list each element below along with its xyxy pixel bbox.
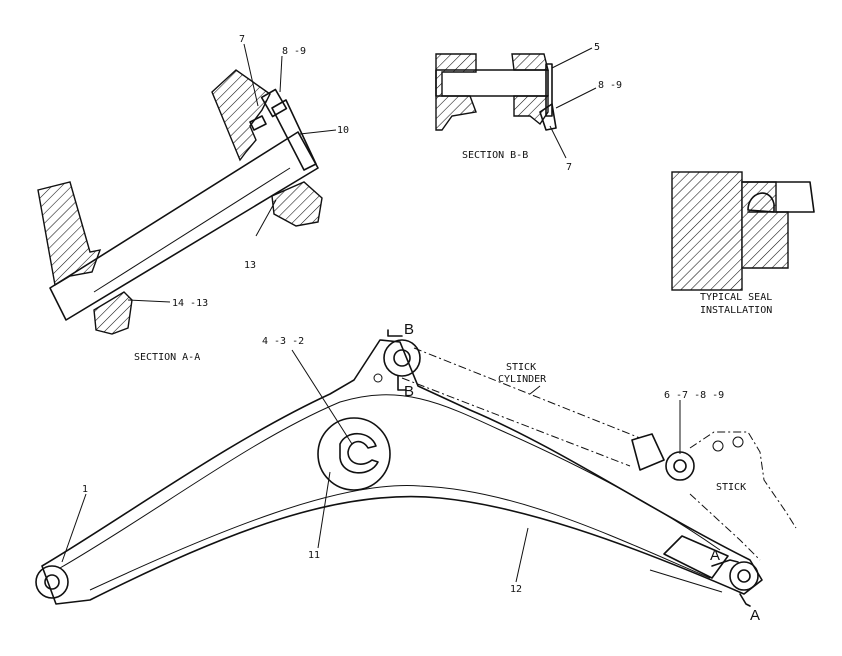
callout-1: 1 (82, 484, 88, 495)
stick-cylinder-label-line1: STICK (506, 362, 536, 373)
seal-label-line1: TYPICAL SEAL (700, 292, 772, 303)
callout-5: 5 (594, 42, 600, 53)
section-bb-right-block (511, 53, 549, 71)
section-aa-retainer-plate (271, 99, 317, 171)
callout-6-7-8-9: 6 -7 -8 -9 (664, 390, 724, 401)
cut-line-b-top: B (404, 321, 414, 338)
section-aa-lower-block (271, 181, 323, 227)
boom-outline (41, 339, 763, 605)
callout-10: 10 (337, 125, 349, 136)
section-aa-pin (49, 131, 319, 321)
section-aa-view: 7 8 -9 10 13 14 -13 SECTION A-A (37, 34, 349, 363)
section-bb-left-block (435, 53, 477, 131)
callout-13: 13 (244, 260, 256, 271)
section-bb-label: SECTION B-B (462, 150, 528, 161)
section-bb-bolt (539, 103, 557, 131)
callout-14-13: 14 -13 (172, 298, 208, 309)
stick-cylinder-label-line2: CYLINDER (498, 374, 547, 385)
boom-nose-pin (729, 561, 759, 591)
boom-assembly: B B A A 1 4 -3 -2 11 12 6 -7 -8 -9 STICK… (35, 321, 797, 624)
section-bb-pin (435, 69, 549, 97)
section-aa-label: SECTION A-A (134, 352, 200, 363)
stick-label: STICK (716, 482, 746, 493)
seal-pin (741, 181, 815, 213)
section-aa-bottom-block (93, 291, 133, 335)
boom-foot-pin (35, 565, 69, 599)
stick-cylinder (401, 347, 641, 467)
stick-phantom (689, 431, 797, 561)
callout-11: 11 (308, 550, 320, 561)
seal-installation-view: TYPICAL SEAL INSTALLATION (671, 171, 815, 316)
seal-label-line2: INSTALLATION (700, 305, 772, 316)
seal-ring (747, 192, 775, 213)
callout-8-9-b: 8 -9 (598, 80, 622, 91)
cut-line-a-top: A (710, 547, 720, 564)
callout-4-3-2: 4 -3 -2 (262, 336, 304, 347)
seal-housing (671, 171, 743, 291)
section-aa-bolt (260, 88, 288, 118)
section-aa-upper-block (211, 69, 271, 162)
cut-line-b-bottom: B (404, 383, 414, 400)
callout-7-b: 7 (566, 162, 572, 173)
section-aa-left-block (37, 181, 102, 287)
stick-cylinder-rod-end (631, 433, 665, 471)
stick-cylinder-head-pin (383, 339, 421, 377)
callout-7: 7 (239, 34, 245, 45)
cut-line-a-bottom: A (750, 607, 760, 624)
boom-center-plate (317, 417, 391, 491)
section-bb-view: 5 8 -9 7 SECTION B-B (435, 42, 622, 173)
callout-8-9: 8 -9 (282, 46, 306, 57)
callout-12: 12 (510, 584, 522, 595)
stick-cylinder-rod-pin (665, 451, 695, 481)
